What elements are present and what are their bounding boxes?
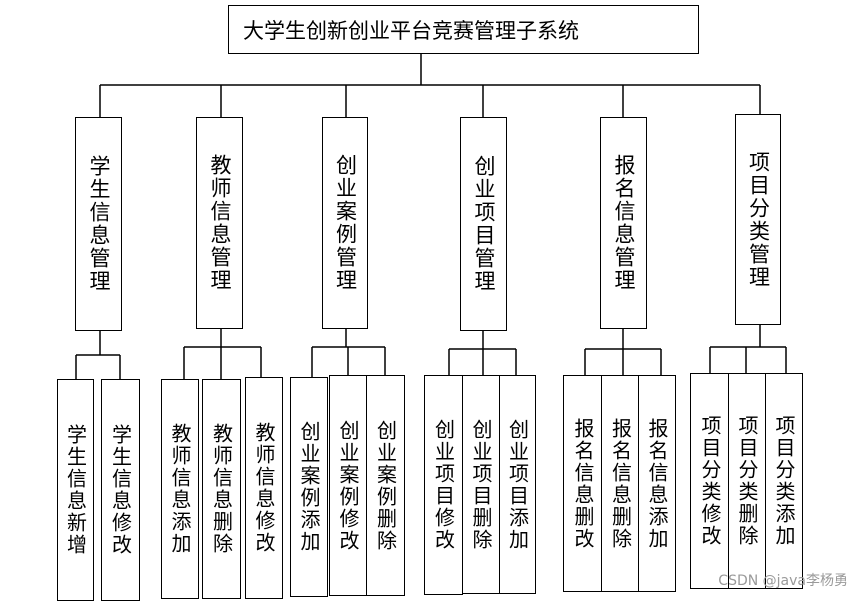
leaf-label: 学生信息新增 [63,424,88,556]
leaf-label: 创业案例修改 [336,419,360,552]
module-startup-project: 创业项目管理 [460,117,507,331]
leaf-teacher-edit: 教师信息修改 [245,377,283,599]
leaf-label: 创业案例添加 [297,421,321,553]
module-startup-case: 创业案例管理 [322,117,368,329]
module-label: 创业案例管理 [333,154,358,292]
module-project-category: 项目分类管理 [735,114,781,325]
leaf-label: 报名信息添加 [645,417,669,550]
module-label: 报名信息管理 [612,154,636,292]
leaf-teacher-delete: 教师信息删除 [202,379,241,599]
leaf-category-delete: 项目分类删除 [728,373,766,589]
module-registration-info: 报名信息管理 [600,117,647,329]
leaf-case-add: 创业案例添加 [290,377,328,597]
leaf-label: 教师信息修改 [252,422,276,554]
leaf-label: 创业案例删除 [373,419,398,552]
leaf-label: 学生信息修改 [108,424,133,556]
leaf-label: 项目分类添加 [772,415,796,547]
leaf-project-delete: 创业项目删除 [462,375,500,594]
module-label: 教师信息管理 [208,154,232,292]
leaf-category-add: 项目分类添加 [765,373,803,589]
leaf-registration-add: 报名信息添加 [638,375,676,592]
leaf-label: 教师信息删除 [209,423,234,555]
leaf-category-edit: 项目分类修改 [690,373,730,589]
module-label: 创业项目管理 [472,155,496,293]
leaf-label: 创业项目修改 [431,419,456,551]
module-label: 项目分类管理 [746,150,771,289]
leaf-student-edit: 学生信息修改 [101,379,140,601]
leaf-case-edit: 创业案例修改 [329,375,367,596]
module-label: 学生信息管理 [87,155,111,293]
module-student-info: 学生信息管理 [75,117,122,331]
leaf-label: 创业项目添加 [505,418,530,551]
leaf-teacher-add: 教师信息添加 [161,379,199,599]
watermark-text: CSDN @java李杨勇 [718,573,848,589]
leaf-project-edit: 创业项目修改 [424,375,463,595]
module-teacher-info: 教师信息管理 [196,117,243,329]
leaf-label: 项目分类删除 [735,415,759,547]
root-node: 大学生创新创业平台竞赛管理子系统 [228,5,699,54]
leaf-registration-modify: 报名信息删改 [563,375,603,592]
leaf-label: 教师信息添加 [168,423,192,555]
leaf-label: 创业项目删除 [469,418,493,551]
leaf-label: 项目分类修改 [698,415,722,547]
leaf-label: 报名信息删改 [571,417,595,550]
leaf-project-add: 创业项目添加 [499,375,536,594]
leaf-label: 报名信息删除 [608,417,633,550]
root-title: 大学生创新创业平台竞赛管理子系统 [243,18,579,43]
leaf-registration-delete: 报名信息删除 [601,375,640,592]
leaf-student-add: 学生信息新增 [57,379,94,601]
leaf-case-delete: 创业案例删除 [366,375,405,596]
